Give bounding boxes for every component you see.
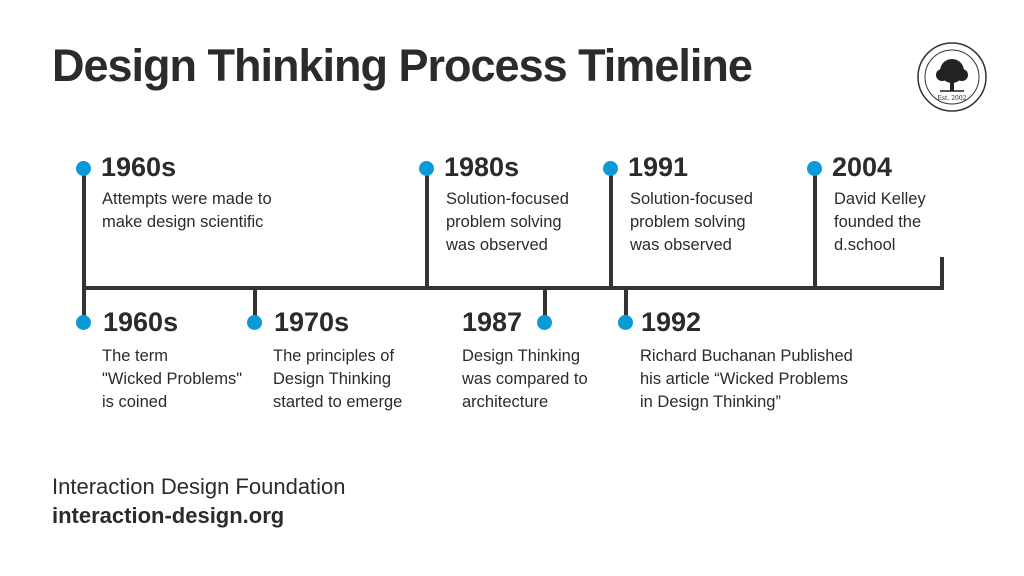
event-year: 1970s bbox=[274, 307, 350, 337]
event-year: 1987 bbox=[462, 307, 523, 337]
event-description: Attempts were made to make design scient… bbox=[102, 188, 272, 234]
connector bbox=[253, 288, 257, 322]
event-description: Solution-focused problem solving was obs… bbox=[630, 188, 753, 257]
desc-line: was compared to bbox=[462, 370, 588, 388]
event-description: Design Thinking was compared to architec… bbox=[462, 345, 588, 414]
desc-line: problem solving bbox=[446, 213, 562, 231]
event-year: 1991 bbox=[628, 152, 689, 182]
desc-line: make design scientific bbox=[102, 213, 264, 231]
desc-line: in Design Thinking” bbox=[640, 393, 781, 411]
desc-line: founded the bbox=[834, 213, 922, 231]
desc-line: Solution-focused bbox=[446, 190, 569, 208]
event-dot bbox=[537, 315, 552, 330]
desc-line: Solution-focused bbox=[630, 190, 753, 208]
desc-line: David Kelley bbox=[834, 190, 926, 208]
desc-line: was observed bbox=[630, 236, 732, 254]
connector bbox=[425, 168, 429, 288]
timeline-end-tick bbox=[940, 257, 944, 290]
event-dot bbox=[419, 161, 434, 176]
desc-line: Design Thinking bbox=[273, 370, 392, 388]
desc-line: was observed bbox=[446, 236, 548, 254]
event-year: 1980s bbox=[444, 152, 520, 182]
desc-line: The term bbox=[102, 347, 169, 365]
footer-url[interactable]: interaction-design.org bbox=[52, 503, 285, 528]
event-dot bbox=[807, 161, 822, 176]
event-year: 1960s bbox=[101, 152, 177, 182]
desc-line: started to emerge bbox=[273, 393, 403, 411]
connector bbox=[624, 288, 628, 322]
desc-line: d.school bbox=[834, 236, 896, 254]
desc-line: Design Thinking bbox=[462, 347, 581, 365]
event-description: The term "Wicked Problems" is coined bbox=[102, 345, 242, 414]
timeline-axis bbox=[82, 286, 944, 290]
desc-line: Attempts were made to bbox=[102, 190, 272, 208]
event-description: Richard Buchanan Published his article “… bbox=[640, 345, 853, 414]
desc-line: architecture bbox=[462, 393, 549, 411]
desc-line: "Wicked Problems" bbox=[102, 370, 243, 388]
event-dot bbox=[247, 315, 262, 330]
desc-line: Richard Buchanan Published bbox=[640, 347, 853, 365]
event-dot bbox=[76, 161, 91, 176]
desc-line: is coined bbox=[102, 393, 168, 411]
connector bbox=[813, 168, 817, 288]
event-year: 1992 bbox=[641, 307, 702, 337]
desc-line: The principles of bbox=[273, 347, 395, 365]
connector bbox=[609, 168, 613, 288]
footer-org: Interaction Design Foundation bbox=[52, 474, 346, 499]
desc-line: his article “Wicked Problems bbox=[640, 370, 849, 388]
event-dot bbox=[603, 161, 618, 176]
event-dot bbox=[618, 315, 633, 330]
event-description: Solution-focused problem solving was obs… bbox=[446, 188, 569, 257]
event-description: David Kelley founded the d.school bbox=[834, 188, 926, 257]
connector bbox=[82, 288, 86, 322]
event-year: 1960s bbox=[103, 307, 179, 337]
event-dot bbox=[76, 315, 91, 330]
event-description: The principles of Design Thinking starte… bbox=[273, 345, 402, 414]
connector bbox=[82, 168, 86, 288]
svg-text:Est. 2002: Est. 2002 bbox=[938, 95, 967, 102]
connector bbox=[543, 288, 547, 322]
page-title: Design Thinking Process Timeline bbox=[52, 40, 753, 91]
desc-line: problem solving bbox=[630, 213, 746, 231]
idf-logo: Est. 2002 bbox=[917, 42, 987, 112]
event-year: 2004 bbox=[832, 152, 893, 182]
